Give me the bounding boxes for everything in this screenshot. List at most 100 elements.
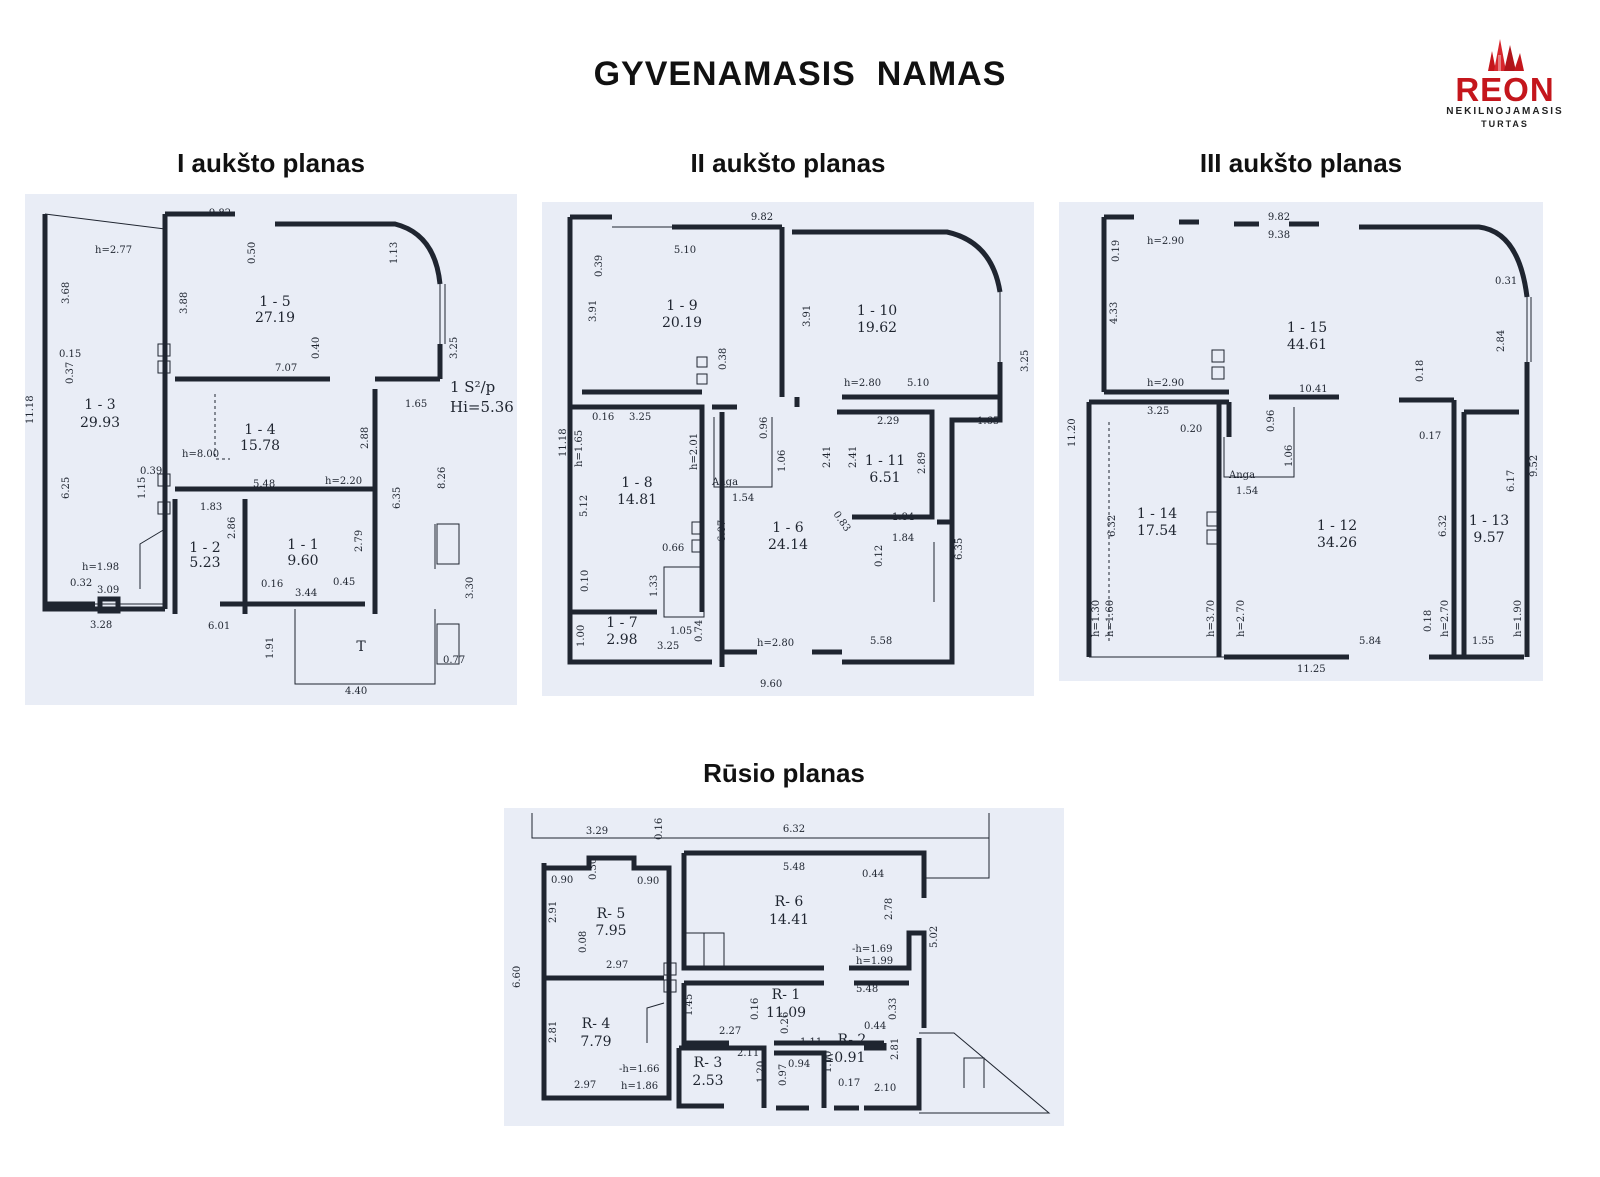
dim: 0.20 [1180,424,1202,435]
dim: 5.48 [856,984,878,995]
dim: 6.32 [1107,515,1118,537]
dim: 2.79 [354,530,365,552]
floor3-plan: 1 - 15 44.61 1 - 14 17.54 1 - 12 34.26 1… [1059,202,1543,681]
dim: h=3.70 [1206,600,1217,637]
dim: 2.41 [822,446,833,468]
room-id: 1 - 5 [259,294,290,310]
floor3-drawing: 1 - 15 44.61 1 - 14 17.54 1 - 12 34.26 1… [1067,212,1540,675]
dim: 9.52 [1529,455,1540,477]
dim: 5.84 [1359,636,1381,647]
dim: h=1.60 [1105,600,1116,637]
room-area: 11.09 [766,1005,806,1021]
room-id: 1 - 11 [865,453,905,469]
dim: 0.33 [888,998,899,1020]
dim: 3.91 [802,305,813,327]
dim: 1.84 [892,533,914,544]
dim: 5.10 [674,245,696,256]
dim: 1.83 [200,502,222,513]
dim: h=1.98 [82,562,119,573]
dim: 5.58 [870,636,892,647]
dim: 0.26 [780,1012,791,1034]
dim: h=2.70 [1440,600,1451,637]
dim: h=2.80 [844,378,881,389]
dim: 1.54 [732,493,754,504]
dim: 0.38 [718,348,729,370]
room-id: 1 - 14 [1137,506,1177,522]
dim: 1.06 [1284,445,1295,467]
floor1-plan: 1 - 5 27.19 1 - 3 29.93 1 - 4 15.78 1 - … [25,194,517,705]
dim: 0.96 [1266,410,1277,432]
dim: 3.91 [588,300,599,322]
terrace-label: T [356,639,366,655]
dim: 0.10 [580,570,591,592]
dim: 2.11 [737,1048,759,1059]
floor2-title: II aukšto planas [690,148,886,178]
dim: h=2.90 [1147,378,1184,389]
dim: 1.45 [684,994,695,1016]
dim: 3.30 [465,577,476,599]
logo-name: REON [1455,71,1555,108]
dim: 0.45 [333,577,355,588]
dim: 3.25 [1147,406,1169,417]
dim: 2.97 [574,1080,596,1091]
dim: 7.07 [275,363,297,374]
dim: 9.60 [760,679,782,690]
dim: 0.39 [594,255,605,277]
dim: 6.32 [1438,515,1449,537]
room-area: 9.60 [287,553,318,569]
dim: 0.30 [588,858,599,880]
room-id: 1 - 6 [772,520,804,536]
dim: 6.01 [208,621,230,632]
dim: 1.54 [1236,486,1258,497]
dim: 1.13 [389,242,400,264]
room-area: 44.61 [1287,337,1327,353]
dim: 2.78 [884,898,895,920]
dim: 0.74 [694,620,705,642]
dim: 1.05 [670,626,692,637]
dim: 1.91 [265,637,276,659]
basement-plan: R- 6 14.41 R- 5 7.95 R- 1 11.09 R- 4 7.7… [504,808,1064,1126]
dim: h=1.65 [574,430,585,467]
room-id: R- 6 [775,894,804,910]
dim: h=1.90 [1513,600,1524,637]
dim: h=2.80 [757,638,794,649]
dim: 2.29 [877,416,899,427]
anga-label: Anga [1228,470,1255,481]
dim: h=2.20 [325,476,362,487]
room-area: ≤0.91 [823,1050,866,1066]
logo-subtitle-2: TURTAS [1481,119,1529,129]
dim: 0.32 [70,578,92,589]
room-id: 1 - 12 [1317,518,1357,534]
room-area: 5.23 [189,555,220,571]
dim: 0.18 [1423,610,1434,632]
dim: h=2.90 [1147,236,1184,247]
dim: 1.65 [977,416,999,427]
dim: 0.66 [662,543,684,554]
legend-line-2: Hi=5.36 [450,398,514,416]
room-id: 1 - 13 [1469,513,1509,529]
dim: 9.82 [1268,212,1290,223]
room-area: 14.41 [769,912,809,928]
dim: 3.09 [97,585,119,596]
floor2-drawing: 1 - 9 20.19 1 - 10 19.62 1 - 8 14.81 1 -… [558,212,1031,690]
dim: 1.06 [777,450,788,472]
room-id: 1 - 10 [857,303,897,319]
dim: 1.20 [756,1061,767,1083]
dim: h=2.70 [1236,600,1247,637]
dim: 0.83 [831,509,853,534]
room-area: 15.78 [240,438,280,454]
dim: 0.90 [551,875,573,886]
dim: 2.81 [890,1038,901,1060]
dim: 6.17 [1506,470,1517,492]
dim: 3.28 [90,620,112,631]
room-id: R- 1 [772,987,801,1003]
dim: 1.10 [823,1051,834,1073]
room-id: 1 - 9 [666,298,697,314]
dim: 2.86 [227,517,238,539]
room-id: 1 - 4 [244,422,276,438]
dim: 0.08 [578,931,589,953]
room-id: 1 - 8 [621,475,652,491]
dim: 1.00 [576,625,587,647]
dim: 2.84 [1496,330,1507,352]
dim: 1.84 [892,512,914,523]
